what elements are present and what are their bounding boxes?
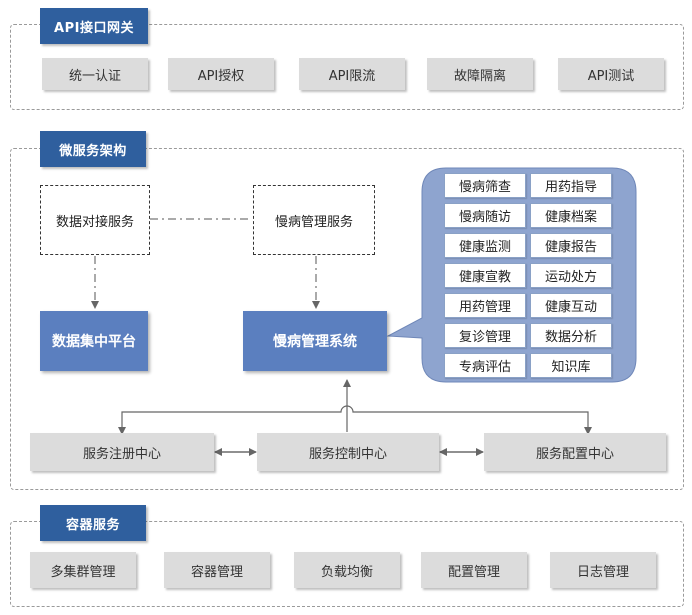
chronic-disease-system: 慢病管理系统 <box>243 311 387 371</box>
container-item-multi-cluster: 多集群管理 <box>30 552 136 588</box>
service-control-center: 服务控制中心 <box>257 433 439 471</box>
chronic-disease-service: 慢病管理服务 <box>253 185 375 255</box>
feature-exercise-prescription: 运动处方 <box>530 263 612 288</box>
gateway-section <box>10 24 684 110</box>
container-item-load-balancing: 负载均衡 <box>294 552 400 588</box>
feature-knowledge-base: 知识库 <box>530 353 612 378</box>
gateway-title: API接口网关 <box>40 8 148 44</box>
service-registry-center: 服务注册中心 <box>30 433 214 471</box>
container-item-log-management: 日志管理 <box>550 552 656 588</box>
gateway-item-auth: 统一认证 <box>42 58 148 90</box>
container-title: 容器服务 <box>40 505 146 541</box>
feature-health-monitor: 健康监测 <box>444 233 526 258</box>
microservice-section <box>10 148 684 490</box>
container-item-container-management: 容器管理 <box>164 552 270 588</box>
feature-medication-management: 用药管理 <box>444 293 526 318</box>
feature-health-record: 健康档案 <box>530 203 612 228</box>
feature-disease-assessment: 专病评估 <box>444 353 526 378</box>
feature-health-interaction: 健康互动 <box>530 293 612 318</box>
gateway-item-rate-limit: API限流 <box>299 58 405 90</box>
gateway-item-testing: API测试 <box>558 58 664 90</box>
container-item-config-management: 配置管理 <box>421 552 527 588</box>
feature-health-education: 健康宣教 <box>444 263 526 288</box>
feature-screening: 慢病筛查 <box>444 173 526 198</box>
feature-health-report: 健康报告 <box>530 233 612 258</box>
data-docking-service: 数据对接服务 <box>40 185 150 255</box>
data-central-platform: 数据集中平台 <box>40 311 148 371</box>
feature-data-analysis: 数据分析 <box>530 323 612 348</box>
container-section <box>10 521 684 607</box>
service-config-center: 服务配置中心 <box>484 433 666 471</box>
gateway-item-authorization: API授权 <box>168 58 274 90</box>
feature-followup: 慢病随访 <box>444 203 526 228</box>
feature-revisit-management: 复诊管理 <box>444 323 526 348</box>
microservice-title: 微服务架构 <box>40 131 146 167</box>
feature-medication-guide: 用药指导 <box>530 173 612 198</box>
gateway-item-fault-isolation: 故障隔离 <box>427 58 533 90</box>
